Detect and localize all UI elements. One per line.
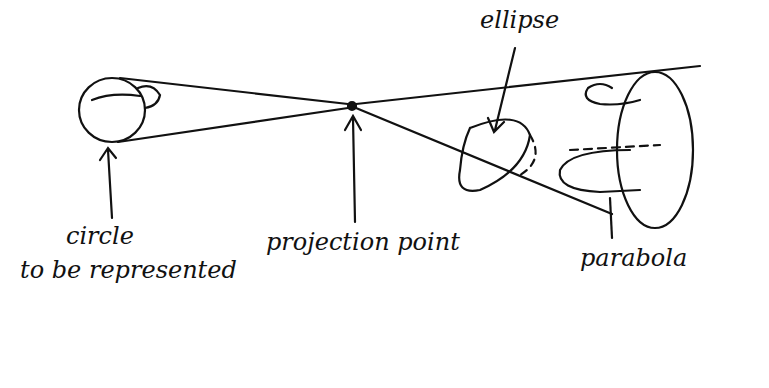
handwritten-label: projection point [266, 228, 460, 257]
leader-arrow [345, 116, 361, 222]
section-curve [586, 84, 640, 105]
cone-line [356, 66, 700, 104]
ellipse-hidden [520, 135, 536, 175]
cone-line [356, 108, 612, 214]
small-arc [138, 86, 160, 108]
parabola-section [560, 150, 640, 192]
leader-arrow [488, 48, 515, 132]
handwritten-label: parabola [580, 244, 687, 273]
handwritten-label: ellipse [480, 6, 559, 35]
circle-chord [92, 95, 140, 100]
circle-shape [79, 78, 145, 142]
leader-line [610, 198, 612, 238]
parabola-hidden [570, 145, 660, 150]
projection-dot [348, 102, 356, 110]
cone-line [120, 78, 348, 104]
handwritten-label: to be represented [20, 256, 237, 285]
leader-arrow [100, 148, 116, 218]
cone-line [118, 108, 348, 142]
handwritten-label: circle [66, 222, 134, 251]
